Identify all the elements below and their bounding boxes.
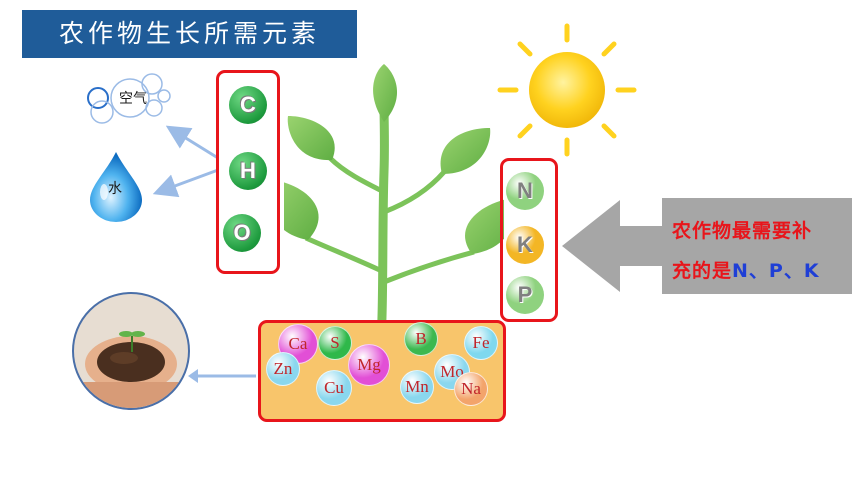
- callout-npk-highlight: N、P、K: [732, 260, 820, 282]
- npk-frame: [500, 158, 558, 322]
- cho-frame: [216, 70, 280, 274]
- element-cu: Cu: [316, 370, 352, 406]
- air-label: 空气: [119, 91, 147, 107]
- callout-line1: 农作物最需要补: [672, 220, 813, 242]
- element-s: S: [318, 326, 352, 360]
- element-b: B: [404, 322, 438, 356]
- element-mn: Mn: [400, 370, 434, 404]
- page-title: 农作物生长所需元素: [22, 10, 357, 58]
- element-na: Na: [454, 372, 488, 406]
- callout-line2: 充的是N、P、K: [672, 256, 852, 283]
- water-droplet-icon: [90, 152, 142, 222]
- callout-line2-prefix: 充的是: [672, 260, 733, 282]
- element-mg: Mg: [348, 344, 390, 386]
- element-c: C: [229, 86, 267, 124]
- callout-box: 农作物最需要补 充的是N、P、K: [662, 198, 852, 294]
- callout-arrow-icon: [562, 200, 664, 292]
- element-n: N: [506, 172, 544, 210]
- sun-icon: [497, 23, 637, 157]
- air-bubbles-icon: [87, 73, 171, 124]
- element-k: K: [506, 226, 544, 264]
- element-o: O: [223, 214, 261, 252]
- element-p: P: [506, 276, 544, 314]
- element-fe: Fe: [464, 326, 498, 360]
- water-label: 水: [108, 181, 122, 197]
- element-zn: Zn: [266, 352, 300, 386]
- element-h: H: [229, 152, 267, 190]
- soil-hands-icon: [72, 292, 190, 410]
- cho-arrows: [152, 125, 219, 198]
- soil-arrow: [188, 369, 256, 383]
